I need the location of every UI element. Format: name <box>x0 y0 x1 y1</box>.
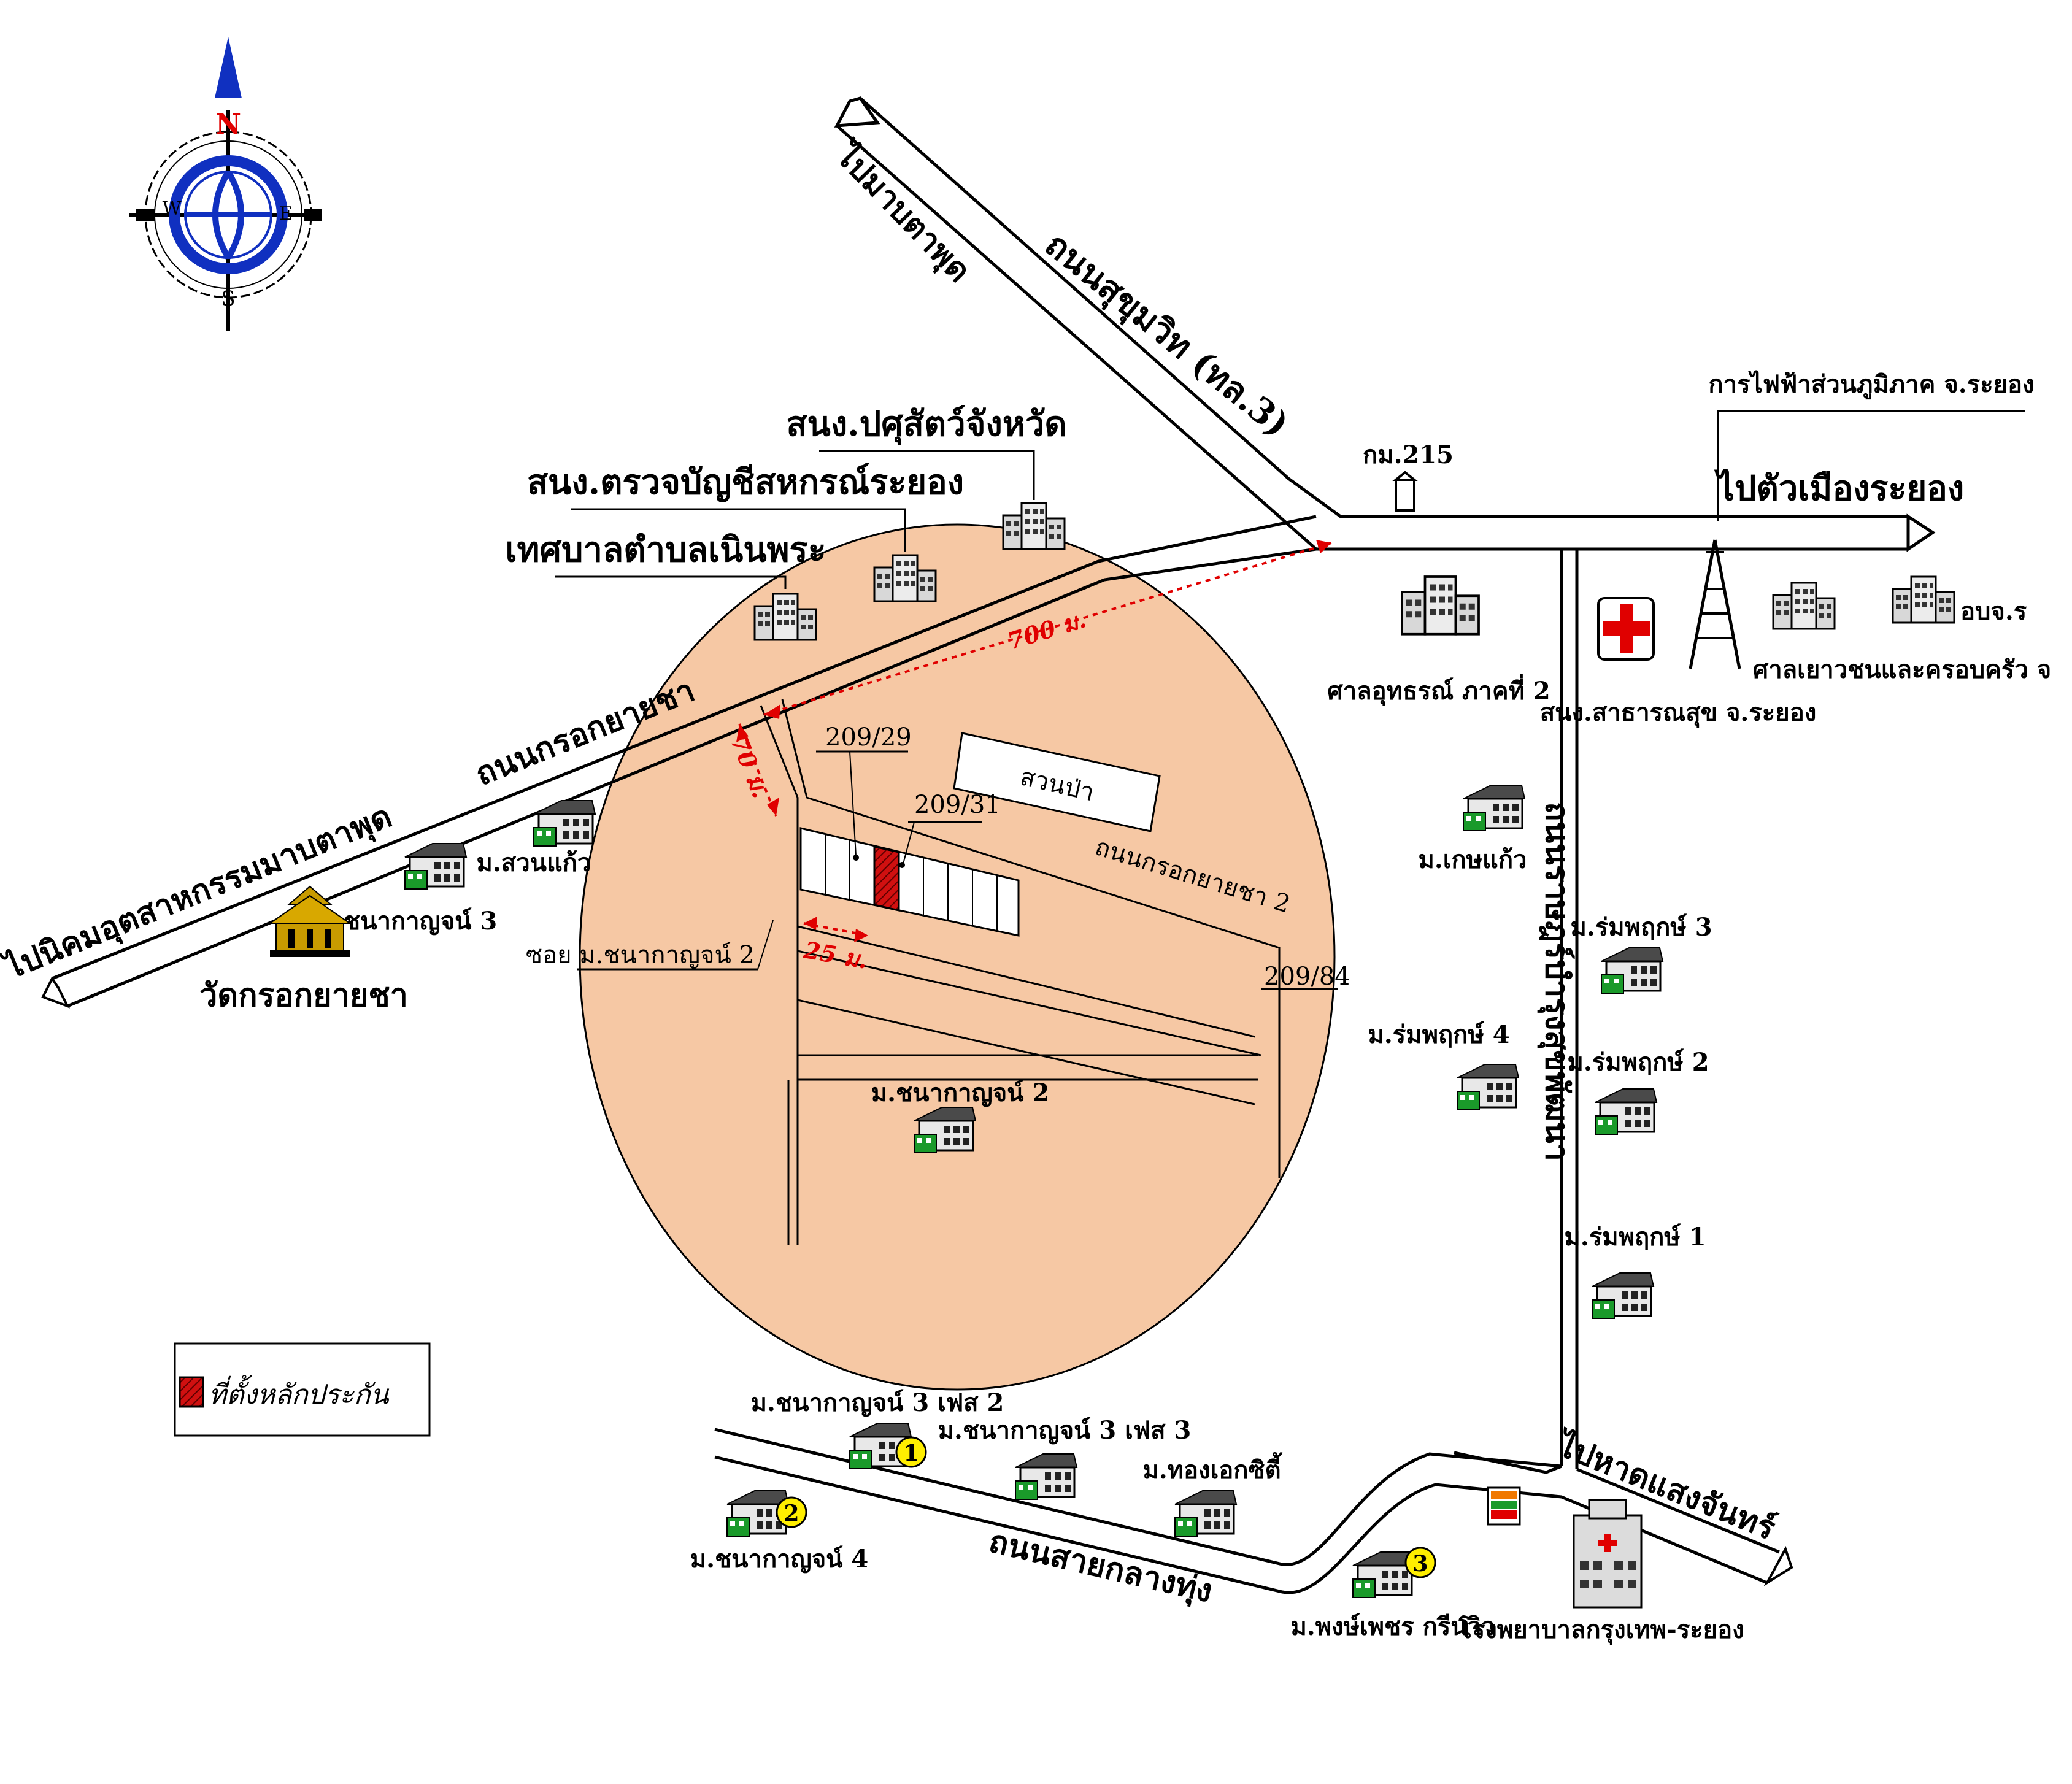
plot-label-209-84: 209/84 <box>1264 963 1350 991</box>
legend-box: ที่ตั้งหลักประกัน <box>174 1342 431 1437</box>
label-pao: อบจ.ร <box>1960 597 2027 626</box>
label-phongphet-green-view: ม.พงษ์เพชร กรีนวิว <box>1290 1612 1495 1641</box>
building-icon-pao <box>1892 575 1955 624</box>
collateral-plot <box>873 845 900 912</box>
label-romphruek-2: ม.ร่มพฤกษ์ 2 <box>1567 1048 1709 1077</box>
house-icon-romphruek-4 <box>1456 1063 1520 1111</box>
marker-2-label: 2 <box>784 1501 799 1526</box>
red-cross-icon <box>1597 597 1655 661</box>
distance-70m-line <box>738 723 777 817</box>
park-box <box>953 732 1161 832</box>
road-vertical <box>1560 549 1579 1469</box>
road-soi-network <box>760 699 1281 1245</box>
house-icon-chanakan-3 <box>404 842 468 890</box>
compass-west-label: W <box>163 198 182 220</box>
label-public-health: สนง.สาธารณสุข จ.ระยอง <box>1540 698 1817 728</box>
legend-collateral-swatch <box>179 1376 204 1408</box>
label-appeal-court: ศาลอุทธรณ์ ภาคที่ 2 <box>1327 674 1550 707</box>
label-livestock-office: สนง.ปศุสัตว์จังหวัด <box>786 404 1066 445</box>
km-marker-label: กม.215 <box>1363 440 1454 469</box>
label-to-industrial-estate: ไปนิคมอุตสาหกรรมมาบตาพุด <box>0 797 398 988</box>
house-icon-suan-kaew <box>533 799 596 847</box>
building-icon-livestock <box>1002 502 1066 550</box>
house-icon-thong-ek-city <box>1174 1490 1238 1537</box>
plot-label-209-29: 209/29 <box>825 723 912 752</box>
label-municipality: เทศบาลตำบลเนินพระ <box>505 529 826 570</box>
label-chanakan-4: ม.ชนากาญจน์ 4 <box>690 1545 869 1574</box>
label-romphruek-3: ม.ร่มพฤกษ์ 3 <box>1570 913 1712 942</box>
house-icon-ket-kaew <box>1462 784 1526 832</box>
marker-2 <box>776 1496 807 1528</box>
house-icon-romphruek-2 <box>1594 1088 1658 1136</box>
label-suan-kaew: ม.สวนแก้ว <box>477 848 591 877</box>
compass-east-label: E <box>279 203 293 225</box>
label-chanakan-3: ม.ชนากาญจน์ 3 <box>319 907 498 936</box>
marker-1 <box>895 1436 927 1468</box>
compass-rose: N S W E <box>129 37 322 331</box>
label-coop-audit-office: สนง.ตรวจบัญชีสหกรณ์ระยอง <box>527 462 964 502</box>
radius-circle <box>579 523 1336 1391</box>
label-romphruek-4: ม.ร่มพฤกษ์ 4 <box>1368 1020 1509 1049</box>
building-icon-appeal-court <box>1401 575 1480 636</box>
building-icon-youth-court <box>1772 582 1836 630</box>
label-youth-court: ศาลเยาวชนและครอบครัว จ <box>1753 655 2051 684</box>
plot-label-209-31: 209/31 <box>914 791 1001 819</box>
label-thong-ek-city: ม.ทองเอกซิตี้ <box>1142 1452 1283 1485</box>
distance-700m-line <box>763 542 1332 716</box>
label-hospital: โรงพยาบาลกรุงเทพ-ระยอง <box>1458 1615 1744 1645</box>
temple-icon <box>268 885 352 957</box>
convenience-store-icon <box>1487 1486 1521 1526</box>
road-sai-klang-thung <box>714 1428 1562 1594</box>
hospital-icon <box>1573 1499 1643 1609</box>
marker-1-label: 1 <box>903 1440 919 1466</box>
label-temple: วัดกรอกยายชา <box>199 977 408 1014</box>
label-to-map-ta-phut: ไปมาบตาพุด <box>826 135 978 291</box>
house-icon-phongphet <box>1352 1551 1415 1599</box>
house-icon-romphruek-1 <box>1591 1272 1655 1320</box>
compass-north-label: N <box>215 107 241 140</box>
label-pea: การไฟฟ้าส่วนภูมิภาค จ.ระยอง <box>1708 370 2034 399</box>
label-chanakan-3-phase-3: ม.ชนากาญจน์ 3 เฟส 3 <box>938 1416 1192 1445</box>
label-to-rayong-city: ไปตัวเมืองระยอง <box>1714 468 1965 509</box>
km-marker-icon <box>1392 471 1418 512</box>
house-icon-chanakan-3-phase-3 <box>1014 1453 1078 1501</box>
label-ket-kaew: ม.เกษแก้ว <box>1418 845 1527 874</box>
transmission-tower-icon <box>1689 539 1741 669</box>
legend-collateral-label: ที่ตั้งหลักประกัน <box>209 1375 390 1410</box>
label-chanakan-3-phase-2: ม.ชนากาญจน์ 3 เฟส 2 <box>751 1388 1004 1417</box>
marker-3 <box>1404 1547 1436 1578</box>
label-romphruek-1: ม.ร่มพฤกษ์ 1 <box>1564 1223 1706 1251</box>
compass-south-label: S <box>221 286 235 311</box>
label-vertical-road: ถนนราษฎร์บำรุงสุขพัฒนา <box>1537 802 1576 1161</box>
label-chanakan-2: ม.ชนากาญจน์ 2 <box>871 1078 1050 1107</box>
marker-3-label: 3 <box>1412 1551 1428 1577</box>
label-soi-chanakan-2: ซอย ม.ชนากาญจน์ 2 <box>526 941 755 969</box>
road-sukhumvit <box>834 96 1936 552</box>
house-icon-romphruek-3 <box>1600 947 1664 994</box>
